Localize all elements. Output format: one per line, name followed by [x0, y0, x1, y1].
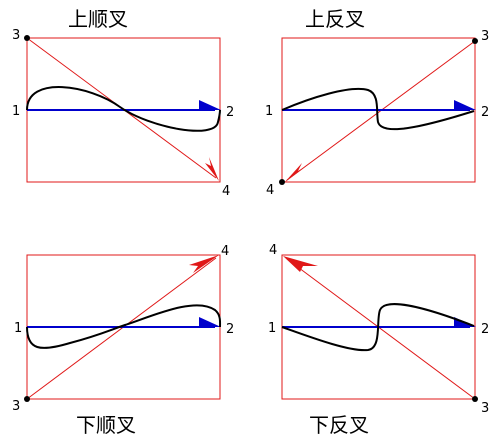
diagonal-line [286, 258, 476, 400]
point-1-label: 1 [265, 104, 273, 119]
point-2-label: 2 [481, 322, 489, 337]
panel-top-right: 上反叉 1 2 3 4 [265, 7, 489, 198]
panel-bottom-left: 1 2 3 4 下顺叉 [12, 244, 234, 437]
diagonal-arrowhead [283, 256, 318, 272]
point-4-label: 4 [221, 244, 229, 259]
panel-title: 上反叉 [305, 7, 365, 31]
panel-bottom-right: 1 2 3 4 下反叉 [268, 243, 489, 437]
point-3-marker [472, 396, 478, 402]
cross-curve [281, 88, 475, 131]
point-1-label: 1 [268, 321, 276, 336]
point-4-marker [279, 179, 285, 185]
point-2-label: 2 [226, 105, 234, 120]
point-2-label: 2 [226, 322, 234, 337]
point-3-marker [24, 35, 30, 41]
axis-arrowhead [454, 100, 476, 110]
diagonal-arrowhead [189, 255, 219, 273]
cross-curve [26, 86, 221, 132]
cross-curve [281, 303, 475, 352]
point-3-label: 3 [12, 28, 20, 43]
panel-title: 上顺叉 [68, 7, 128, 31]
point-3-marker [472, 38, 478, 44]
panel-title: 下反叉 [309, 413, 369, 437]
panel-title: 下顺叉 [76, 413, 136, 437]
point-1-label: 1 [14, 321, 22, 336]
cross-curve [26, 304, 222, 349]
panel-top-left: 上顺叉 1 2 3 4 [12, 7, 234, 199]
point-1-label: 1 [12, 104, 20, 119]
point-3-label: 3 [481, 29, 489, 44]
point-3-label: 3 [12, 399, 20, 414]
point-3-label: 3 [481, 401, 489, 416]
point-4-label: 4 [222, 184, 230, 199]
point-2-label: 2 [481, 105, 489, 120]
axis-arrowhead [199, 317, 221, 327]
diagonal-arrowhead [205, 157, 219, 181]
axis-arrowhead [199, 100, 221, 110]
point-4-label: 4 [269, 243, 277, 258]
point-3-marker [24, 396, 30, 402]
diagonal-line [26, 257, 217, 400]
point-4-label: 4 [266, 183, 274, 198]
diagonal-arrowhead [284, 163, 305, 183]
